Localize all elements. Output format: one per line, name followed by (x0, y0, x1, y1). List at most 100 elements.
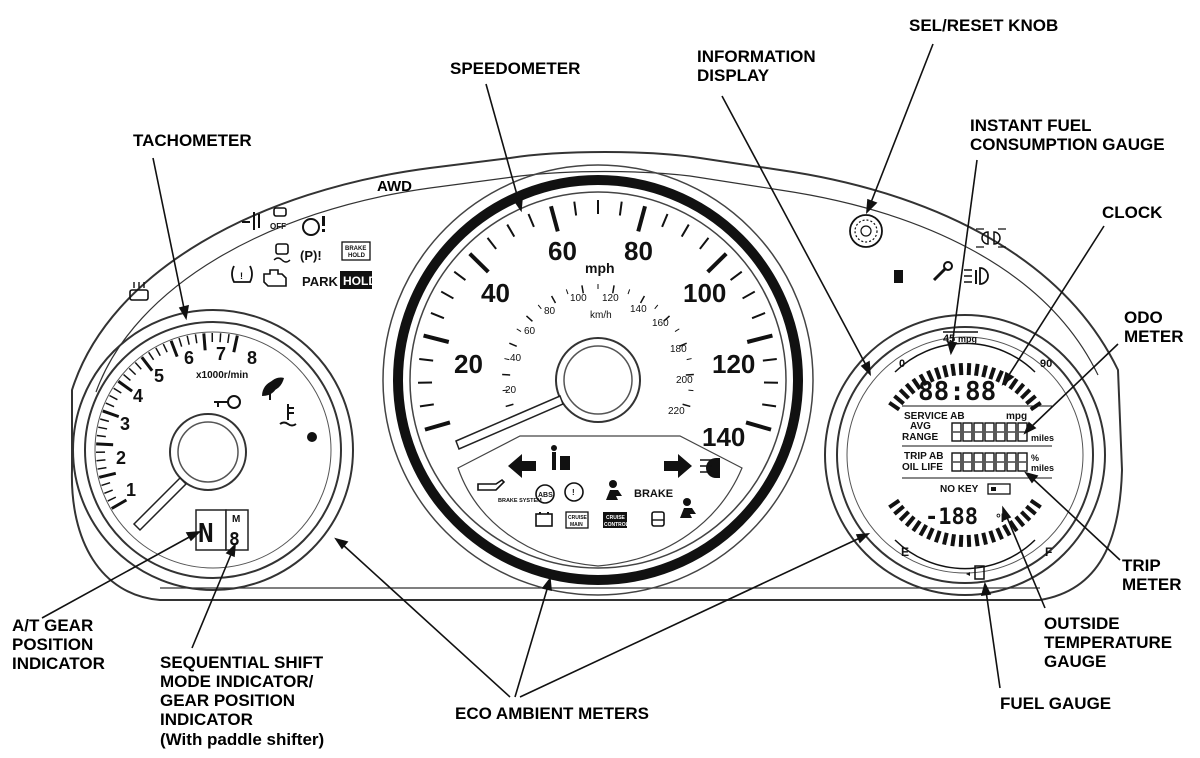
passenger-airbag-icon (680, 498, 696, 518)
hold-indicator: HOLD (343, 274, 377, 288)
tach-number: 7 (216, 344, 226, 364)
fuel-consumption-segment (918, 373, 928, 387)
mph-number: 140 (702, 422, 745, 452)
tach-needle (132, 476, 188, 532)
mph-tick (636, 205, 647, 232)
fuel-full-label: F (1045, 545, 1052, 559)
mph-number: 100 (683, 278, 726, 308)
skid-icon (273, 243, 291, 263)
trip-digit (1017, 452, 1028, 472)
cruise-main-indicator: CRUISE MAIN (565, 511, 589, 529)
tach-tick (107, 496, 117, 502)
callout-leaders (41, 43, 1121, 698)
kmh-number: 60 (524, 326, 536, 337)
fuel-gauge-segment (966, 534, 972, 547)
tach-tick (169, 340, 179, 358)
trip-digit (1006, 452, 1017, 472)
tach-tick (105, 402, 115, 408)
fuel-gauge-segment (950, 533, 956, 547)
parking-brake-icon: ! (564, 482, 584, 502)
trip-digit (995, 452, 1006, 472)
fuel-consumption-segment (942, 364, 949, 378)
tach-tick (123, 374, 131, 381)
miles-label-1: miles (1031, 433, 1054, 443)
mph-unit: mph (585, 260, 615, 276)
svg-text:MAIN: MAIN (570, 522, 583, 528)
airbag-icon (606, 480, 622, 500)
percent-label: % (1031, 453, 1039, 463)
tach-tick (99, 418, 110, 423)
trip-label: TRIP AB (904, 451, 943, 462)
kmh-tick (654, 304, 659, 310)
fuel-consumption-segment (1008, 377, 1019, 391)
tach-tick (117, 380, 133, 393)
tach-tick (227, 334, 230, 344)
fuel-consumption-segment (904, 382, 916, 395)
mph-tick (453, 270, 467, 281)
fuel-consumption-segment (933, 367, 942, 380)
fuel-gauge-segment (1014, 515, 1026, 528)
callout-labels: TACHOMETER SPEEDOMETER INFORMATION DISPL… (12, 16, 1184, 749)
mph-tick (699, 237, 710, 250)
sel-reset-knob[interactable] (849, 214, 883, 248)
tach-number: 1 (126, 480, 136, 500)
mph-tick (746, 333, 773, 344)
instant-fuel-consumption-gauge (888, 363, 1042, 412)
mpg-label: mpg (1006, 411, 1027, 422)
at-gear-label-line3: INDICATOR (12, 654, 105, 673)
tach-tick (140, 356, 154, 372)
mph-tick (745, 420, 772, 432)
fuel-level-icon (894, 270, 903, 283)
key-icon (214, 395, 241, 409)
odo-meter-digits (951, 422, 1028, 442)
service-label: SERVICE AB (904, 411, 965, 422)
high-beam-icon (700, 458, 720, 478)
fuel-gauge-segment (974, 533, 980, 547)
mph-tick (440, 290, 454, 300)
tach-tick (148, 351, 155, 361)
information-display-label-line1: INFORMATION (697, 47, 816, 66)
fuel-economy-leaf-icon (262, 377, 284, 400)
mph-tick (751, 312, 766, 320)
cluster-housing (70, 151, 1124, 601)
range-label: RANGE (902, 432, 938, 443)
upper-warning-lights: AWD OFF BRAKE HOLD (P)! ! PARK (129, 178, 412, 301)
check-engine-icon (263, 269, 287, 287)
tire-pressure-icon: ! (231, 265, 253, 283)
kmh-number: 220 (668, 406, 685, 417)
kmh-number: 80 (544, 306, 556, 317)
no-key-indicator: NO KEY (940, 484, 979, 495)
brake-system-label: BRAKE SYSTEM (498, 498, 542, 504)
clock-label: CLOCK (1102, 203, 1163, 222)
tach-tick (194, 334, 198, 344)
tach-number: 6 (184, 348, 194, 368)
sequential-shift-label-line2: MODE INDICATOR/ (160, 672, 314, 691)
fuel-consumption-segment (950, 363, 956, 377)
fuel-gauge-segment (995, 527, 1004, 541)
fuel-consumption-segment (888, 401, 901, 412)
svg-text:CONTROL: CONTROL (604, 522, 629, 528)
kmh-tick (663, 315, 671, 322)
tach-tick (186, 335, 190, 345)
tach-number: 5 (154, 366, 164, 386)
fuel-gauge-segment (888, 498, 901, 509)
fuel-gauge-segment (981, 532, 988, 546)
mph-tick (468, 252, 490, 274)
kmh-tick (565, 289, 569, 295)
odo-meter-label-line1: ODO (1124, 308, 1163, 327)
abs-indicator: ABS (535, 484, 555, 504)
kmh-tick (678, 342, 687, 347)
fuel-gauge-segment (893, 504, 905, 516)
kmh-tick (688, 389, 694, 392)
tach-tick (232, 335, 239, 353)
speedometer-needle (455, 394, 564, 451)
mph-tick (742, 290, 756, 300)
fuel-consumption-segment (1025, 394, 1037, 406)
kmh-ticks (502, 284, 694, 408)
tach-tick (219, 333, 222, 343)
tach-tick (104, 489, 113, 495)
park-indicator: PARK (302, 274, 338, 289)
tach-tick (113, 387, 122, 394)
fuel-gauge (888, 498, 1042, 547)
tach-tick (109, 394, 118, 401)
